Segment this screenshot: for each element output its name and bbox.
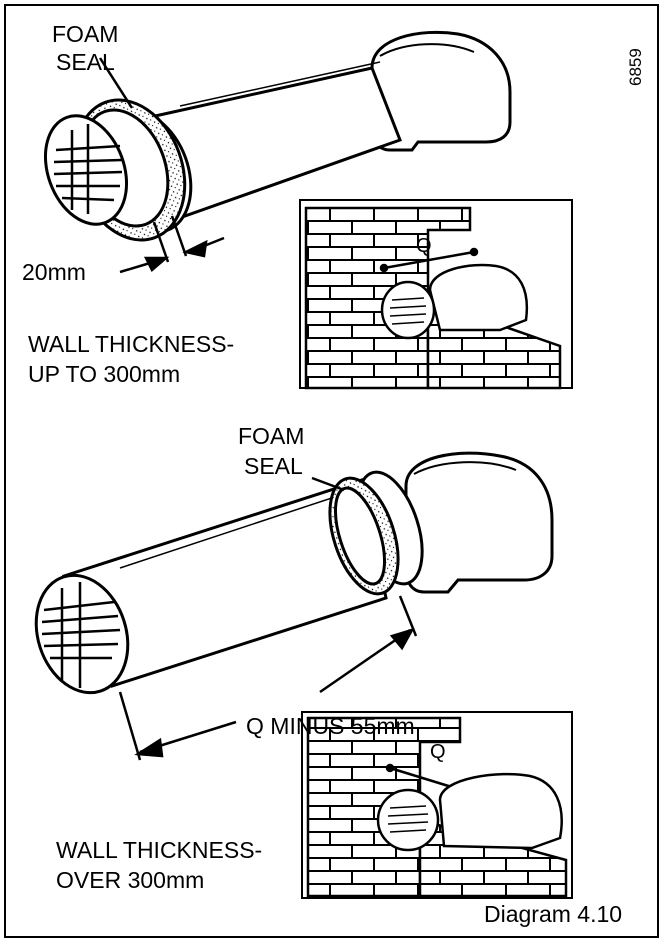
- figure-reference-number: 6859: [626, 48, 645, 86]
- diagram-frame: [4, 4, 659, 938]
- bottom-wall-inset: [301, 711, 573, 899]
- top-dimension-label: 20mm: [22, 259, 86, 285]
- bottom-foam-label-line2: SEAL: [244, 453, 303, 479]
- bottom-terminal: [34, 573, 130, 695]
- bottom-elbow: [404, 451, 554, 594]
- bottom-foam-label-line1: FOAM: [238, 423, 305, 449]
- top-wall-label-line2: UP TO 300mm: [28, 361, 181, 387]
- bottom-dimension-label: Q MINUS 55mm: [246, 713, 415, 739]
- bottom-dimension-arrows: [118, 476, 418, 761]
- top-elbow: [370, 30, 512, 152]
- figure-caption: Diagram 4.10: [484, 901, 623, 927]
- top-wall-inset: [299, 199, 573, 390]
- top-foam-label-line1: FOAM: [52, 21, 119, 47]
- bottom-wall-label-line1: WALL THICKNESS-: [56, 837, 263, 863]
- top-q-label: Q: [416, 235, 432, 257]
- top-flue-assembly: [43, 30, 512, 242]
- top-foam-label-line2: SEAL: [56, 49, 115, 75]
- top-dimension-arrows: [98, 57, 225, 274]
- bottom-q-label: Q: [430, 741, 446, 763]
- bottom-flue-assembly: [34, 451, 554, 695]
- bottom-wall-label-line2: OVER 300mm: [56, 867, 205, 893]
- top-wall-label-line1: WALL THICKNESS-: [28, 331, 235, 357]
